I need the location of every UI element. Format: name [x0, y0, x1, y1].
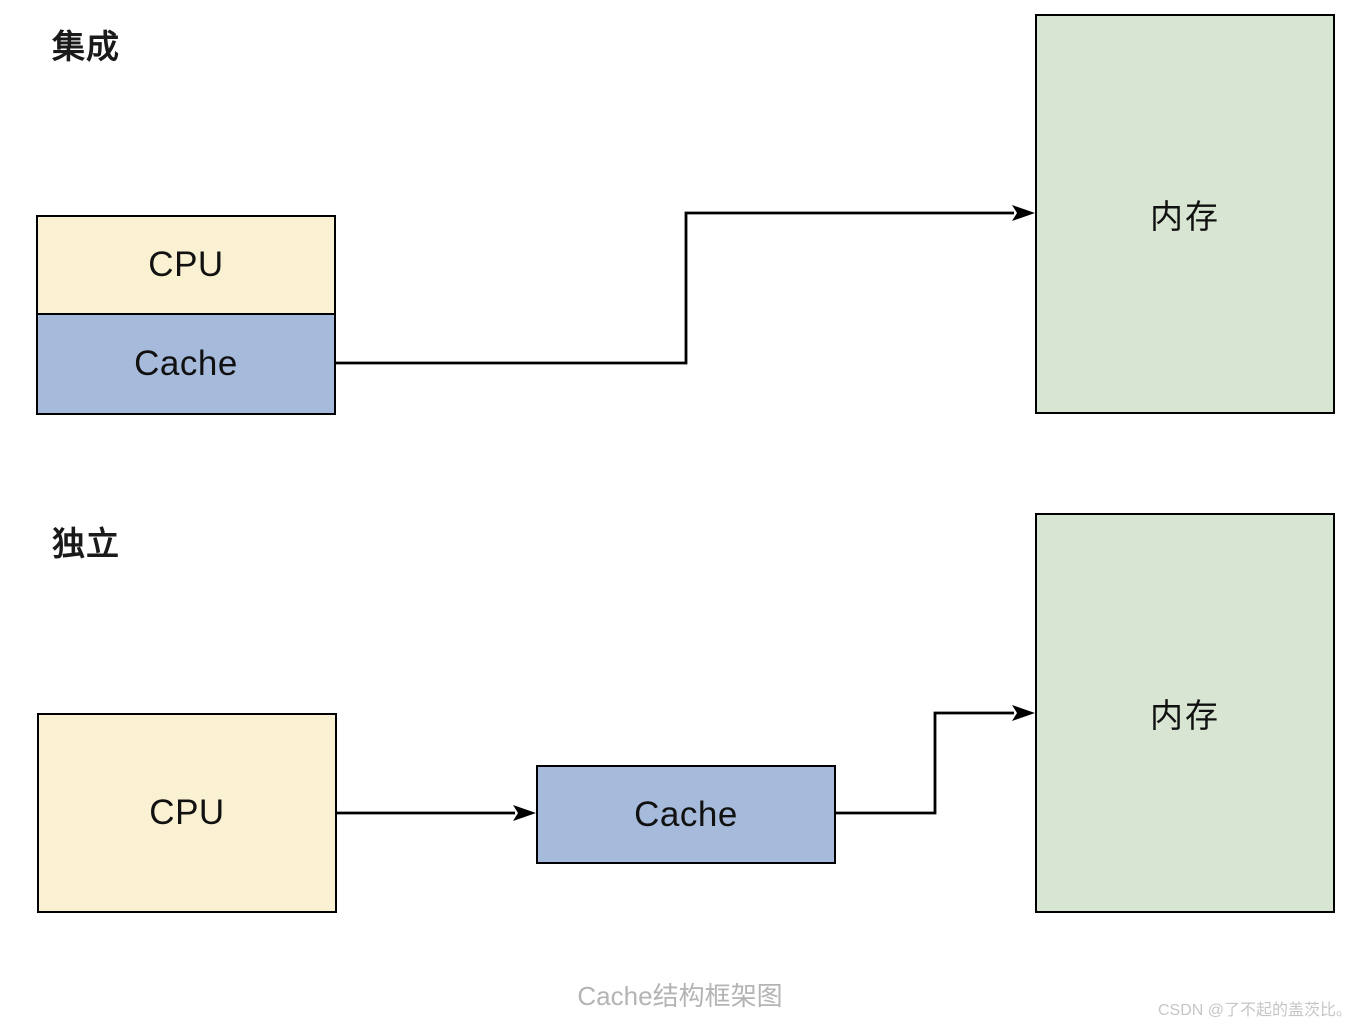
- integrated-memory-box: 内存: [1035, 14, 1335, 414]
- diagram-caption: Cache结构框架图: [577, 981, 783, 1011]
- integrated-cache-box: Cache: [38, 315, 334, 413]
- separate-cpu-label: CPU: [149, 793, 225, 832]
- connector-integrated-cache-to-memory: [336, 211, 1014, 365]
- separate-memory-box: 内存: [1035, 513, 1335, 913]
- arrowhead-separate-memory-icon: [1012, 705, 1035, 721]
- arrowhead-separate-cache-icon: [513, 805, 536, 821]
- integrated-cpu-box: CPU: [38, 217, 334, 315]
- separate-memory-label: 内存: [1150, 697, 1220, 734]
- csdn-watermark: CSDN @了不起的盖茨比。: [1157, 1002, 1352, 1019]
- connector-separate-cache-to-memory: [836, 711, 1014, 815]
- arrowhead-integrated-memory-icon: [1012, 205, 1035, 221]
- separate-cache-label: Cache: [634, 794, 738, 834]
- integrated-cpu-cache-stack: CPU Cache: [36, 215, 336, 415]
- integrated-cache-label: Cache: [134, 344, 238, 383]
- section-label-separate: 独立: [52, 525, 120, 562]
- integrated-memory-label: 内存: [1150, 198, 1220, 235]
- integrated-cpu-label: CPU: [148, 245, 224, 284]
- separate-cpu-box: CPU: [37, 713, 337, 913]
- separate-cache-box: Cache: [536, 765, 836, 864]
- section-label-integrated: 集成: [52, 28, 120, 65]
